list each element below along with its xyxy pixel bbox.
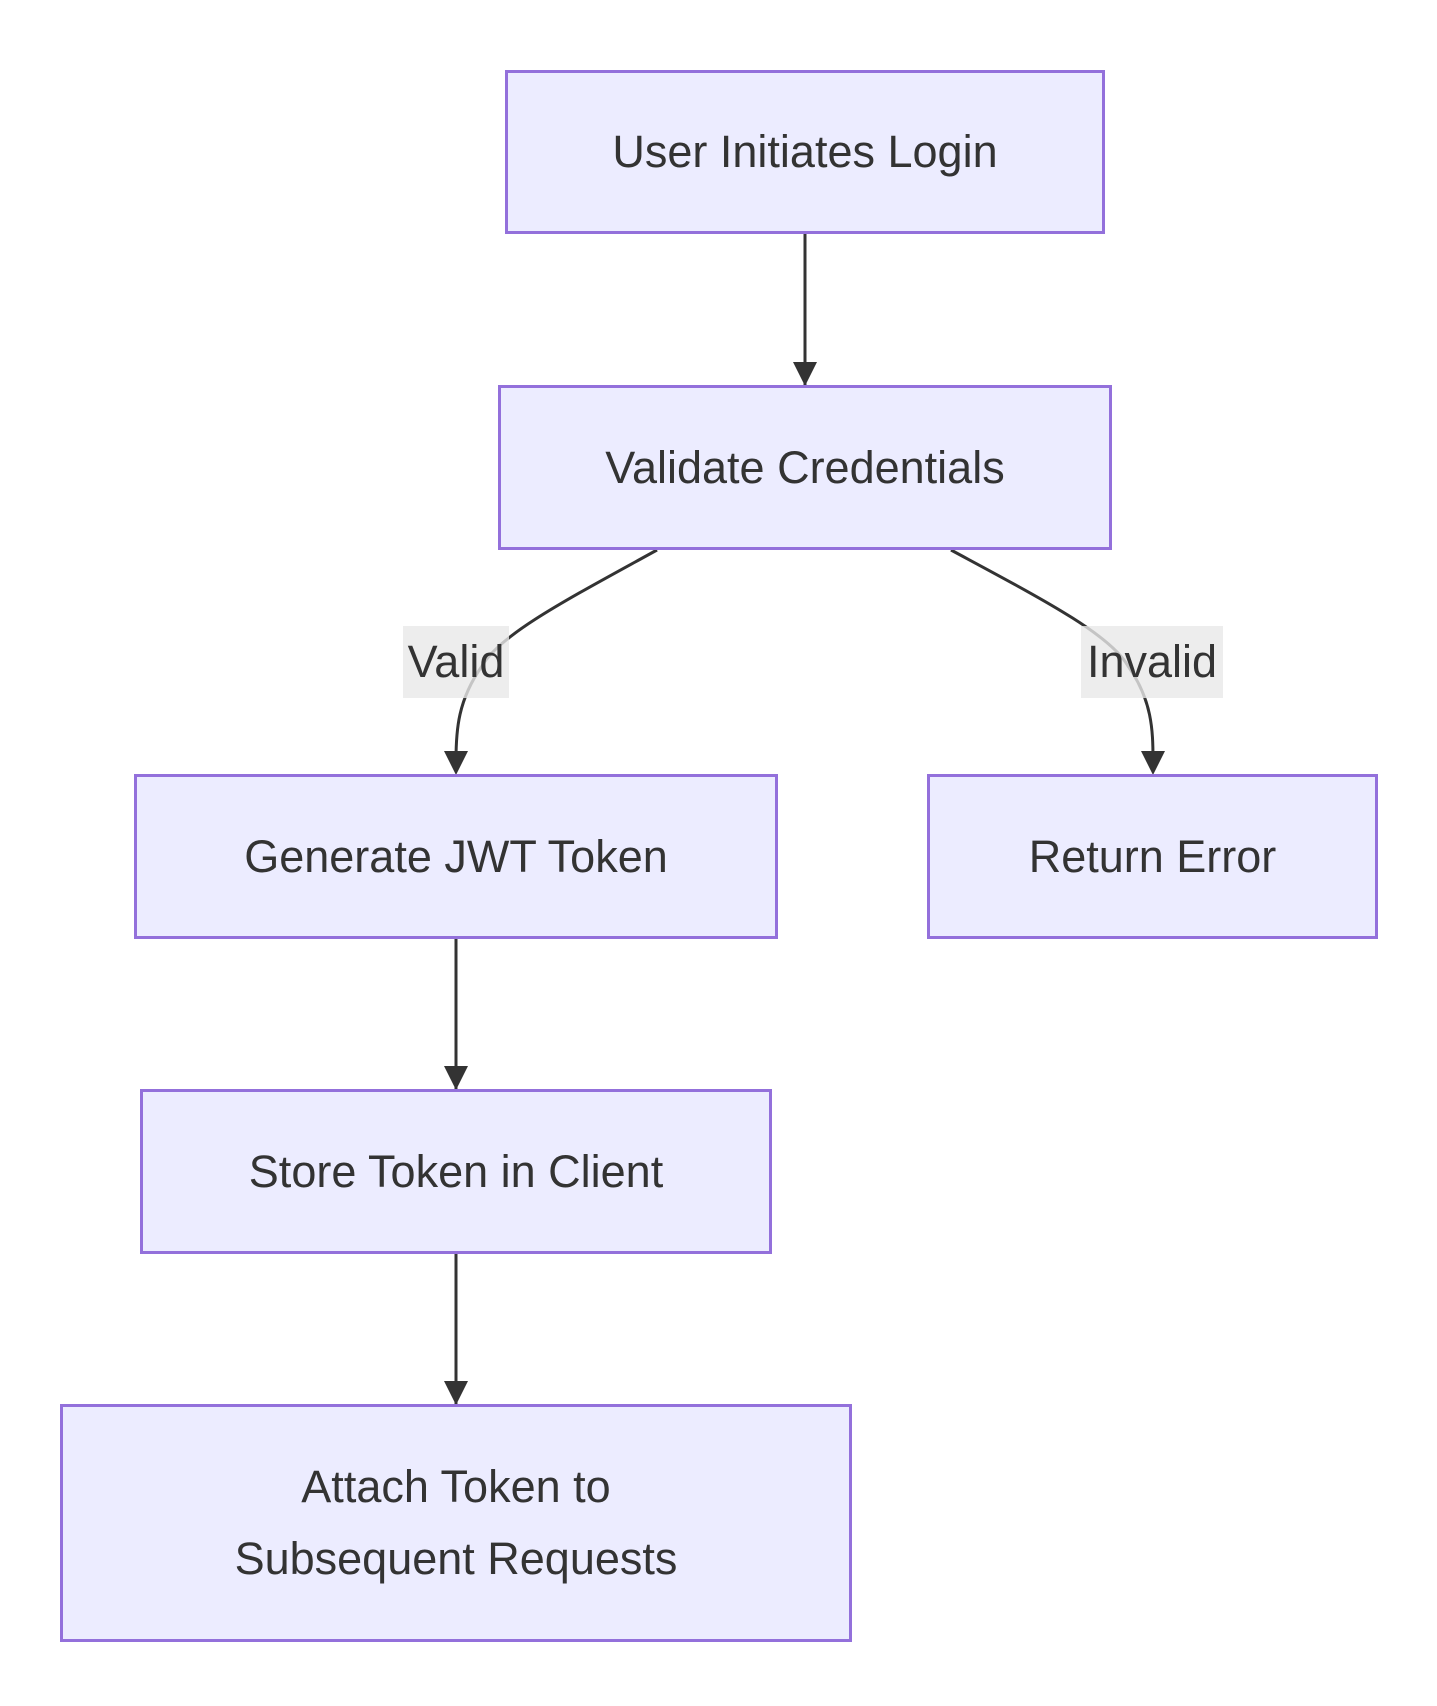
arrowhead-generate-to-store bbox=[444, 1066, 468, 1090]
arrowhead-validate-to-generate bbox=[444, 751, 468, 775]
edge-label-invalid: Invalid bbox=[1081, 626, 1223, 698]
node-label-group: Attach Token to Subsequent Requests bbox=[235, 1451, 678, 1595]
node-user-initiates-login: User Initiates Login bbox=[505, 70, 1105, 234]
edge-label-invalid-text: Invalid bbox=[1086, 636, 1218, 687]
node-return-error: Return Error bbox=[927, 774, 1378, 939]
arrowhead-store-to-attach bbox=[444, 1381, 468, 1405]
node-label-line-1: Attach Token to bbox=[301, 1461, 611, 1512]
node-label: Store Token in Client bbox=[248, 1145, 664, 1197]
arrowhead-validate-to-error bbox=[1141, 751, 1165, 775]
node-attach-token-to-subsequent-requests: Attach Token to Subsequent Requests bbox=[60, 1404, 852, 1642]
node-store-token-in-client: Store Token in Client bbox=[140, 1089, 772, 1254]
arrowhead-login-to-validate bbox=[793, 362, 817, 386]
edge-label-valid: Valid bbox=[403, 626, 509, 698]
node-label: Validate Credentials bbox=[605, 441, 1005, 493]
edge-label-valid-text: Valid bbox=[407, 636, 505, 687]
node-label: User Initiates Login bbox=[612, 126, 998, 177]
node-validate-credentials: Validate Credentials bbox=[498, 385, 1112, 550]
node-label: Generate JWT Token bbox=[244, 830, 668, 882]
node-generate-jwt-token: Generate JWT Token bbox=[134, 774, 778, 939]
node-label: Return Error bbox=[1028, 830, 1277, 882]
node-label-line-2: Subsequent Requests bbox=[234, 1533, 678, 1584]
